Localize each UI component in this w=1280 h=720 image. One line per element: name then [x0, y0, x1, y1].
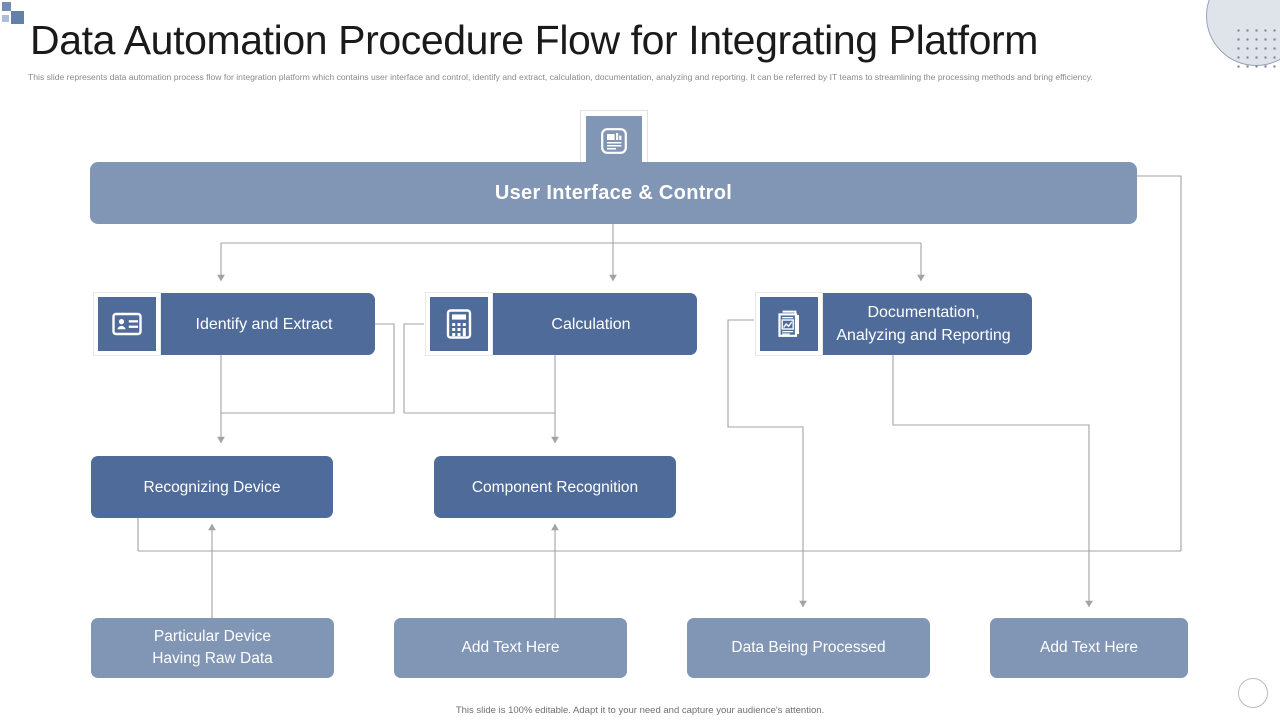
node-label: Documentation, Analyzing and Reporting — [836, 304, 1011, 344]
node-user-interface-and-control[interactable]: User Interface & Control — [90, 162, 1137, 224]
node-add-text-here-2[interactable]: Add Text Here — [990, 618, 1188, 678]
node-label: Calculation — [551, 315, 631, 333]
node-recognizing-device[interactable]: Recognizing Device — [91, 456, 333, 518]
node-label: Add Text Here — [1040, 639, 1138, 656]
id-card-icon-tile[interactable] — [94, 293, 160, 355]
node-label: Add Text Here — [461, 639, 560, 656]
decoration-square-top-left-large — [11, 11, 24, 24]
data-window-chart-icon — [600, 127, 628, 155]
decoration-circle-bottom-right — [1238, 678, 1268, 708]
node-particular-device-having-raw-data[interactable]: Particular Device Having Raw Data — [91, 618, 334, 678]
report-documents-icon — [773, 308, 805, 340]
page-subtitle: This slide represents data automation pr… — [28, 72, 1093, 82]
id-card-icon — [111, 308, 143, 340]
node-label: Data Being Processed — [731, 639, 886, 656]
decoration-dot-grid-top-right — [1234, 26, 1276, 68]
node-add-text-here-1[interactable]: Add Text Here — [394, 618, 627, 678]
node-component-recognition[interactable]: Component Recognition — [434, 456, 676, 518]
decoration-square-top-left-faint — [2, 15, 9, 22]
node-label: Identify and Extract — [195, 315, 333, 333]
node-label: Particular Device Having Raw Data — [152, 628, 273, 667]
node-label: Component Recognition — [471, 478, 639, 496]
decoration-square-top-left-small — [2, 2, 11, 11]
node-label: User Interface & Control — [494, 181, 733, 204]
page-title: Data Automation Procedure Flow for Integ… — [30, 17, 1039, 63]
footer-note: This slide is 100% editable. Adapt it to… — [455, 705, 825, 716]
calculator-icon — [444, 308, 474, 340]
node-data-being-processed[interactable]: Data Being Processed — [687, 618, 930, 678]
report-documents-icon-tile[interactable] — [756, 293, 822, 355]
node-label: Recognizing Device — [143, 478, 281, 496]
calculator-icon-tile[interactable] — [426, 293, 492, 355]
